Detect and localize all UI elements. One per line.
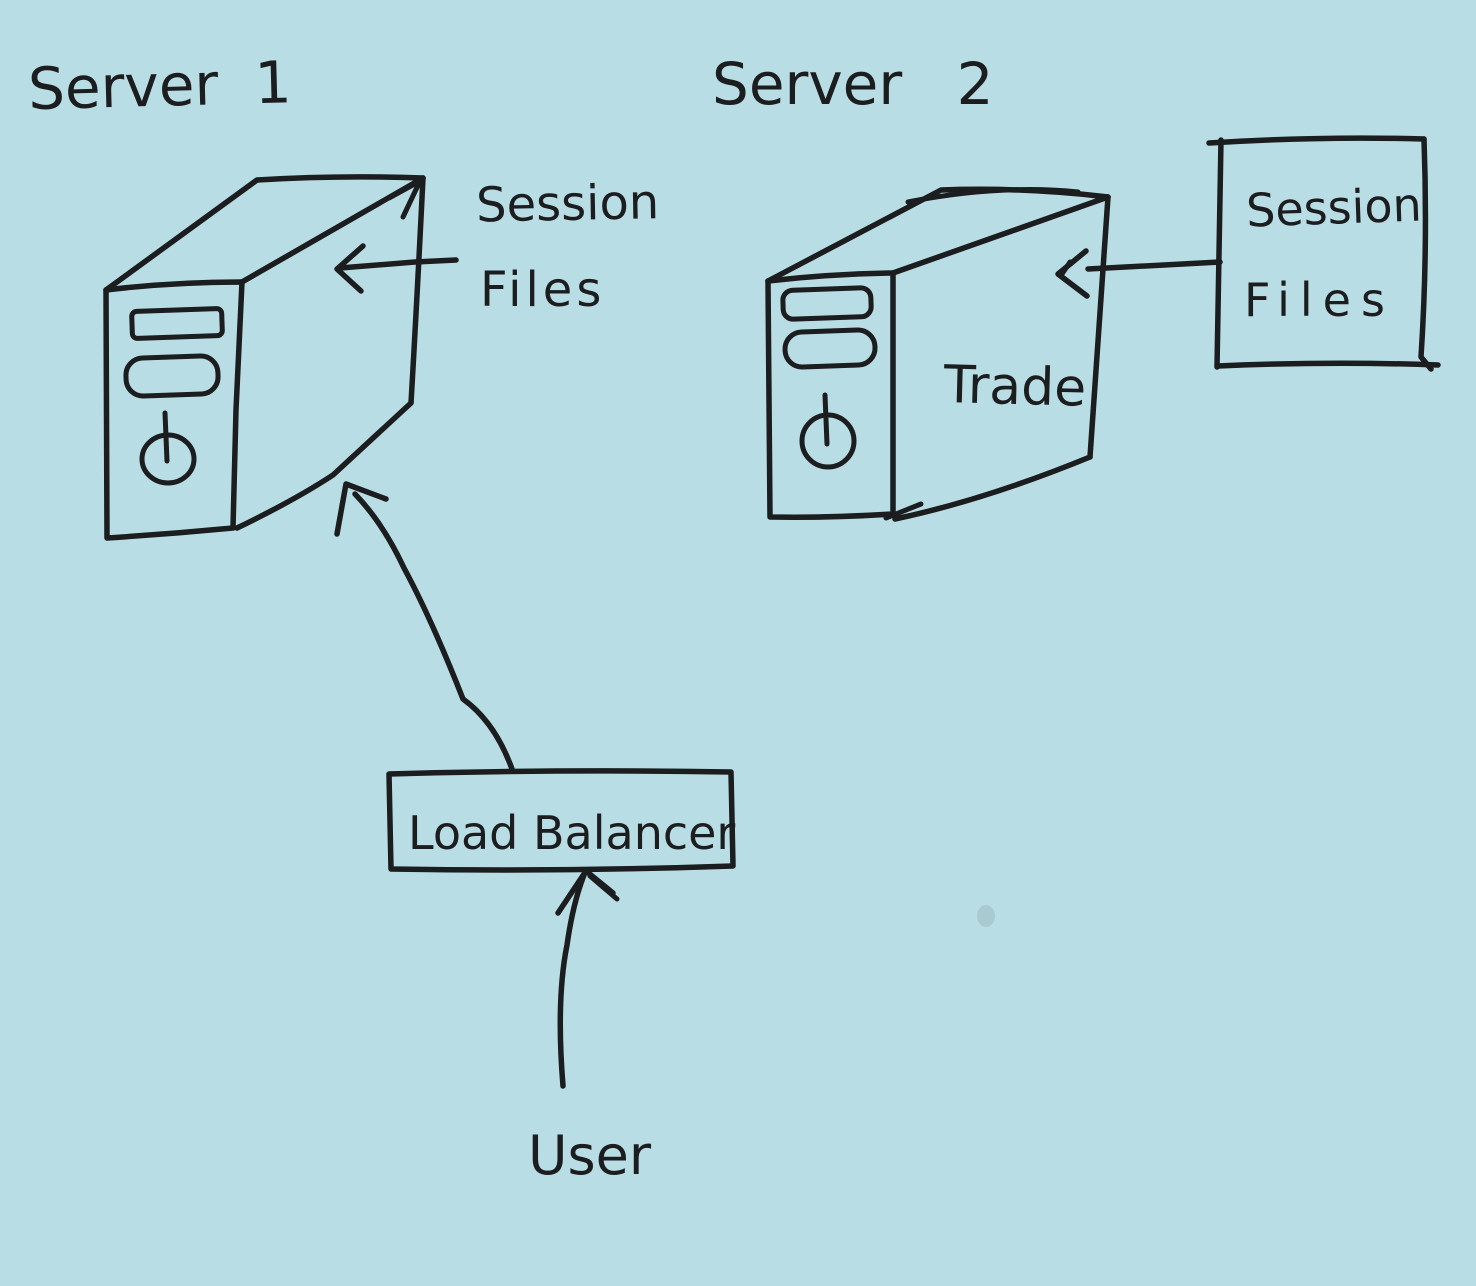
arrow-user-to-load-balancer-head-overdraw [587, 873, 620, 902]
server2-title: Server 2 [712, 50, 994, 118]
server1-right-edge [408, 175, 426, 406]
server1-top-edges [103, 174, 426, 293]
server1-bottom-edge [234, 400, 414, 531]
server2-drive-slot-1 [780, 285, 874, 322]
server1-drive-slot-2 [123, 353, 221, 399]
server2-bottom-edge [892, 454, 1093, 522]
arrow-session-files-box-to-server2-head-fill [1059, 259, 1073, 277]
session-files-annotation-line1: Session [476, 174, 660, 233]
session-files-box-top [1206, 135, 1427, 146]
session-files-box-group: Session Files [1055, 135, 1441, 372]
server1-corner-arrowhead [386, 178, 423, 220]
server2-bottom-corner-overdraw [883, 501, 924, 521]
arrow-session-files-to-server1-head [334, 243, 366, 294]
user-group: User [528, 868, 652, 1187]
load-balancer-group: Load Balancer [334, 481, 736, 873]
server2-tower-icon [765, 186, 1111, 522]
arrow-session-files-box-to-server2 [1085, 259, 1223, 272]
faint-smudge [977, 905, 995, 927]
server1-drive-slot-1 [129, 306, 225, 341]
session-files-box-right [1418, 136, 1434, 372]
arrow-user-to-load-balancer [557, 872, 587, 1089]
arrow-session-files-box-to-server2-head [1055, 248, 1090, 299]
user-label: User [528, 1124, 652, 1187]
server2-drive-slot-2 [782, 327, 878, 370]
server1-front-face [103, 279, 245, 541]
arrow-load-balancer-to-server1-head [334, 481, 389, 537]
session-files-annotation: Session Files [334, 174, 660, 318]
session-files-box-left [1214, 137, 1224, 370]
server2-side-label: Trade [942, 355, 1087, 419]
arrow-session-files-to-server1 [337, 257, 459, 271]
server2-front-face [765, 270, 896, 520]
server1-tower-icon [103, 174, 426, 541]
server2-right-edge [1087, 194, 1111, 460]
load-balancer-label: Load Balancer [408, 806, 735, 860]
server2-group: Server 2 Trade Session Files [712, 50, 1441, 522]
session-files-box-line1: Session [1245, 177, 1422, 237]
server2-top-edge-overdraw [905, 187, 1081, 205]
server1-group: Server 1 Session Files [27, 48, 660, 541]
server2-top-edges [765, 186, 1111, 284]
arrow-load-balancer-to-server1 [352, 491, 515, 772]
server2-top-right-edge [890, 194, 1111, 276]
server2-power-icon-line [822, 392, 830, 447]
load-balancer-box [386, 768, 736, 873]
session-files-box-bottom [1215, 360, 1441, 369]
session-files-box-line2: Files [1244, 273, 1395, 327]
server1-power-icon-line [162, 410, 170, 464]
server1-title: Server 1 [27, 48, 292, 123]
session-files-annotation-line2: Files [480, 262, 605, 318]
